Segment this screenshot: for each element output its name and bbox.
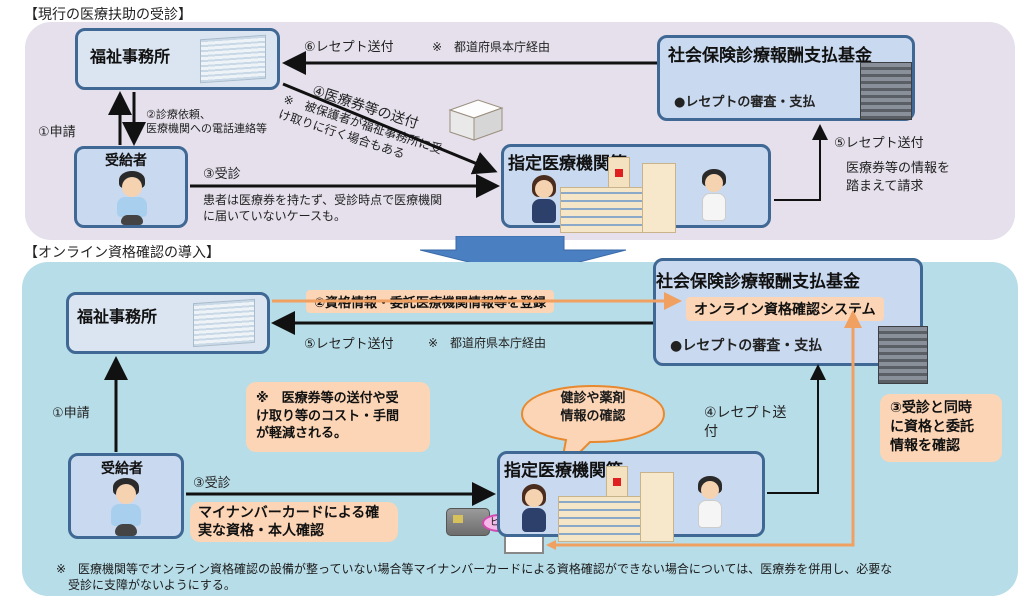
fund-title-online: 社会保険診療報酬支払基金	[656, 272, 860, 292]
medical-institution-box-online: 指定医療機関等	[497, 451, 765, 542]
recipient-box-online: 受給者	[68, 453, 184, 539]
step3-note-line1: 患者は医療券を持たず、受診時点で医療機関	[203, 193, 443, 207]
dark-building-icon	[860, 62, 912, 120]
step2-note: ②診療依頼、 医療機関への電話連絡等	[146, 108, 267, 136]
welfare-office-title-online: 福祉事務所	[77, 307, 158, 326]
step5-label-online: ⑤レセプト送付	[304, 337, 394, 352]
step5-note-line1: 医療券等の情報を	[846, 161, 951, 176]
fund-item: ●レセプトの審査・支払	[674, 95, 816, 110]
bubble-line2: 情報の確認	[560, 408, 626, 424]
online-qualification-system: オンライン資格確認システム	[686, 297, 884, 321]
card-note-line2: 実な資格・本人確認	[198, 523, 324, 540]
welfare-office-box-online: 福祉事務所	[66, 292, 270, 354]
confirm-line2: に資格と委託	[890, 418, 974, 435]
welfare-office-title: 福祉事務所	[90, 47, 171, 66]
step4-line2: 付	[704, 423, 718, 440]
fund-box-current: 社会保険診療報酬支払基金 ●レセプトの審査・支払	[657, 35, 915, 121]
step5-note-online: ※ 都道府県本庁経由	[428, 336, 547, 350]
step3-label-current: ③受診	[203, 167, 241, 182]
office-building-icon	[193, 298, 255, 348]
cost-reduction-note: ※ 医療券等の送付や受 け取り等のコスト・手間 が軽減される。	[246, 382, 430, 452]
recipient-title-online: 受給者	[101, 461, 143, 477]
confirm-line1: ③受診と同時	[890, 400, 972, 416]
cost-note-line2: け取り等のコスト・手間	[256, 408, 400, 424]
dark-building-icon	[878, 326, 928, 384]
step3-label-online: ③受診	[193, 476, 231, 491]
step5-note: 医療券等の情報を 踏まえて請求	[846, 160, 950, 195]
fund-item-online: ●レセプトの審査・支払	[670, 338, 823, 354]
person-icon	[109, 478, 143, 536]
doctor-icon	[696, 476, 724, 528]
footnote-line1: ※ 医療機関等でオンライン資格確認の設備が整っていない場合等マイナンバーカードに…	[56, 562, 893, 576]
hospital-icon	[558, 466, 678, 542]
recipient-title: 受給者	[105, 153, 147, 169]
qualification-confirm-note: ③受診と同時 に資格と委託 情報を確認	[880, 394, 1002, 462]
section-title-current: 【現行の医療扶助の受診】	[24, 7, 192, 23]
section-title-online: 【オンライン資格確認の導入】	[24, 245, 220, 261]
step2-line2: 医療機関への電話連絡等	[146, 121, 267, 135]
step4-label-online: ④レセプト送 付	[704, 404, 787, 442]
recipient-box-current: 受給者	[74, 146, 188, 228]
step6-label: ⑥レセプト送付	[304, 40, 394, 55]
nurse-icon	[530, 175, 558, 223]
medical-institution-box-current: 指定医療機関等	[501, 144, 771, 233]
step2-label-online: ②資格情報・委託医療機関情報等を登録	[306, 290, 555, 313]
step4-line1: ④レセプト送	[704, 405, 787, 421]
step1-label-online: ①申請	[52, 406, 90, 421]
step1-label-current: ①申請	[38, 125, 76, 140]
step3-note-line2: に届いていないケースも。	[203, 209, 347, 224]
card-note-line1: マイナンバーカードによる確	[198, 505, 380, 521]
doctor-icon	[700, 169, 728, 221]
person-icon	[115, 171, 149, 225]
step6-note: ※ 都道府県本庁経由	[432, 40, 551, 54]
office-building-icon	[200, 34, 266, 84]
step3-note: 患者は医療券を持たず、受診時点で医療機関 に届いていないケースも。	[203, 192, 442, 224]
welfare-office-box-current: 福祉事務所	[75, 28, 280, 90]
mynumber-card-note: マイナンバーカードによる確 実な資格・本人確認	[190, 502, 398, 542]
confirm-line3: 情報を確認	[890, 437, 960, 454]
package-icon	[448, 96, 504, 142]
footnote: ※ 医療機関等でオンライン資格確認の設備が整っていない場合等マイナンバーカードに…	[56, 562, 892, 593]
step5-note-line2: 踏まえて請求	[846, 178, 924, 194]
step2-line1: ②診療依頼、	[146, 108, 211, 121]
cost-note-line1: ※ 医療券等の送付や受	[256, 391, 399, 406]
step5-label-current: ⑤レセプト送付	[834, 136, 924, 151]
cost-note-line3: が軽減される。	[256, 426, 348, 442]
footnote-line2: 受診に支障がないようにする。	[68, 577, 236, 592]
hospital-icon	[560, 157, 680, 233]
bubble-line1: 健診や薬剤	[560, 391, 626, 406]
fund-title: 社会保険診療報酬支払基金	[668, 46, 872, 66]
nurse-icon	[520, 484, 548, 532]
medical-institution-title: 指定医療機関等	[508, 154, 627, 174]
